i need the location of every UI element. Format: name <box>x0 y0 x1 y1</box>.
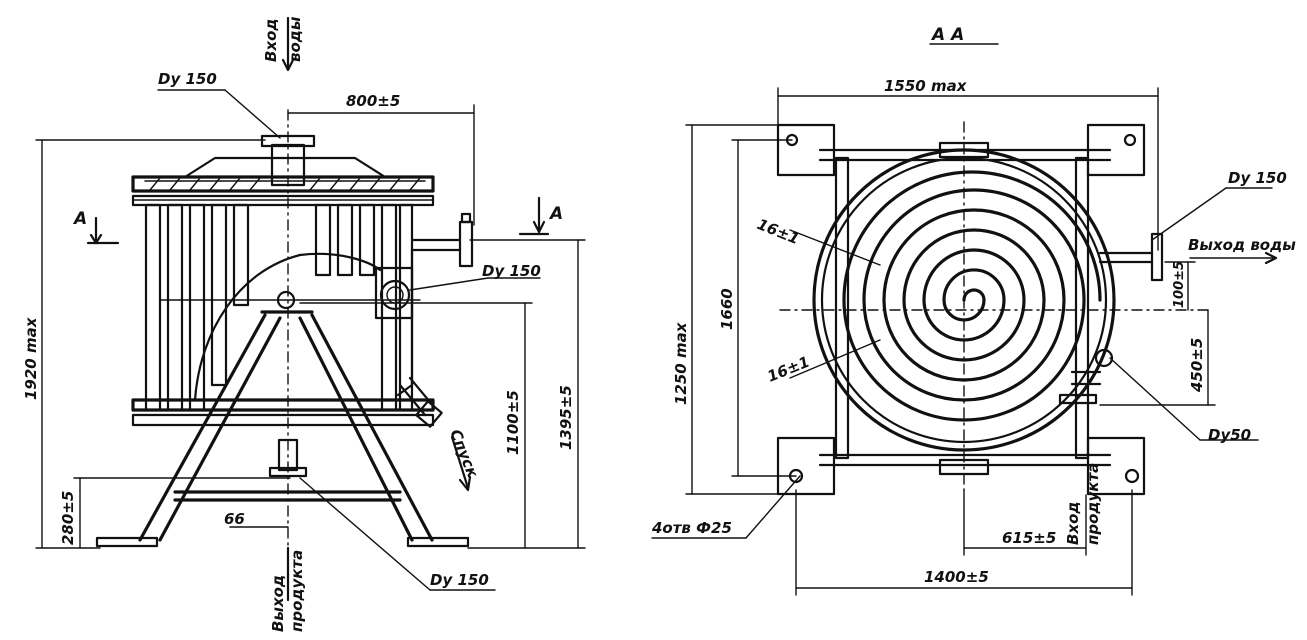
support-frame <box>138 310 434 542</box>
dim-800-label: 800±5 <box>346 92 400 110</box>
outlet-flange-label: Dy 150 <box>1228 169 1287 187</box>
front-view: Вход воды Dy 150 800±5 А А Dy 150 1920 m… <box>22 16 586 632</box>
water-inlet-label-1: Вход <box>262 18 280 62</box>
drain-flange-label: Dy50 <box>1208 426 1251 444</box>
spiral-gap-lower-label: 16±1 <box>765 353 812 386</box>
dim-1395-label: 1395±5 <box>557 385 575 450</box>
drain-label: Спуск <box>446 427 482 481</box>
product-inlet-label-2: продукта <box>1084 463 1102 545</box>
total-height-label: 1920 max <box>22 316 40 400</box>
water-inlet-label-2: воды <box>286 16 304 62</box>
holes-label: 4отв Ф25 <box>651 519 732 537</box>
section-mark-right: А <box>548 204 563 224</box>
section-dimension-lines <box>651 87 1276 596</box>
shell-cutaway <box>193 252 382 402</box>
inlet-flange-label: Dy 150 <box>158 70 217 88</box>
spiral-coil <box>842 170 1102 422</box>
side-flange-circle <box>379 279 411 311</box>
dim-1100-label: 1100±5 <box>504 390 522 455</box>
dim-615-label: 615±5 <box>1002 529 1056 547</box>
width-1550-label: 1550 max <box>884 77 968 95</box>
dim-100-label: 100±5 <box>1172 261 1187 308</box>
water-outlet-label: Выход воды <box>1188 236 1296 254</box>
side-flange-label: Dy 150 <box>482 262 541 280</box>
top-plate <box>131 175 435 193</box>
dim-450-label: 450±5 <box>1188 338 1206 393</box>
section-title: А А <box>930 25 964 45</box>
section-mark-left: А <box>72 209 87 229</box>
dimension-lines <box>35 89 586 591</box>
dim-1400-label: 1400±5 <box>924 568 989 586</box>
height-1660-label: 1660 <box>718 288 736 330</box>
tube-bundle <box>144 203 414 412</box>
offset-66-label: 66 <box>224 510 245 528</box>
product-outlet-label-2: продукта <box>288 550 306 632</box>
spiral-gap-upper-label: 16±1 <box>755 215 802 248</box>
bottom-flange-label: Dy 150 <box>430 571 489 589</box>
dim-280-label: 280±5 <box>59 491 77 545</box>
height-1250-label: 1250 max <box>672 321 690 405</box>
product-outlet-label-1: Выход <box>269 575 287 632</box>
product-inlet-label-1: Вход <box>1064 501 1082 545</box>
section-view: А А 1550 max 1250 max 1660 16±1 16±1 Dy … <box>651 25 1296 596</box>
